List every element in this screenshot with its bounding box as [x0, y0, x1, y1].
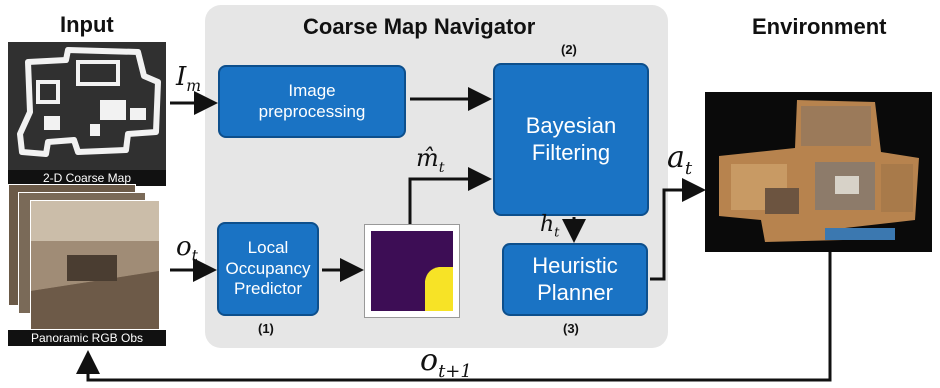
heuristic-planner-box: Heuristic Planner	[502, 243, 648, 316]
local-occupancy-map	[364, 224, 460, 318]
module-number-2: (2)	[561, 42, 577, 57]
local-occupancy-predictor-box: Local Occupancy Predictor	[217, 222, 319, 316]
module-number-1: (1)	[258, 321, 274, 336]
navigator-heading: Coarse Map Navigator	[303, 14, 536, 39]
image-preprocessing-box: Image preprocessing	[218, 65, 406, 138]
coarse-map-image	[8, 42, 166, 170]
rgb-obs-stack	[8, 180, 168, 350]
input-heading: Input	[60, 12, 114, 37]
label-h-t: ht	[540, 212, 560, 241]
arrow-planner-to-environment	[650, 178, 706, 281]
label-o-t-plus-1: ot+1	[420, 343, 472, 382]
label-m-hat-t: m̂t	[416, 144, 445, 176]
label-o-t: ot	[176, 232, 198, 266]
rgb-obs-caption: Panoramic RGB Obs	[8, 330, 166, 346]
rgb-frame-front	[30, 200, 160, 330]
coarse-map-sketch	[8, 42, 166, 170]
coarse-map-caption: 2-D Coarse Map	[8, 170, 166, 186]
module-number-3: (3)	[563, 321, 579, 336]
bayesian-filtering-box: Bayesian Filtering	[493, 63, 649, 216]
environment-image	[705, 92, 932, 252]
label-I-m: Im	[176, 62, 202, 96]
environment-heading: Environment	[752, 14, 887, 39]
arrow-environment-feedback	[76, 252, 832, 382]
arrow-map-to-bayesian	[408, 167, 492, 224]
label-a-t: at	[667, 140, 693, 179]
